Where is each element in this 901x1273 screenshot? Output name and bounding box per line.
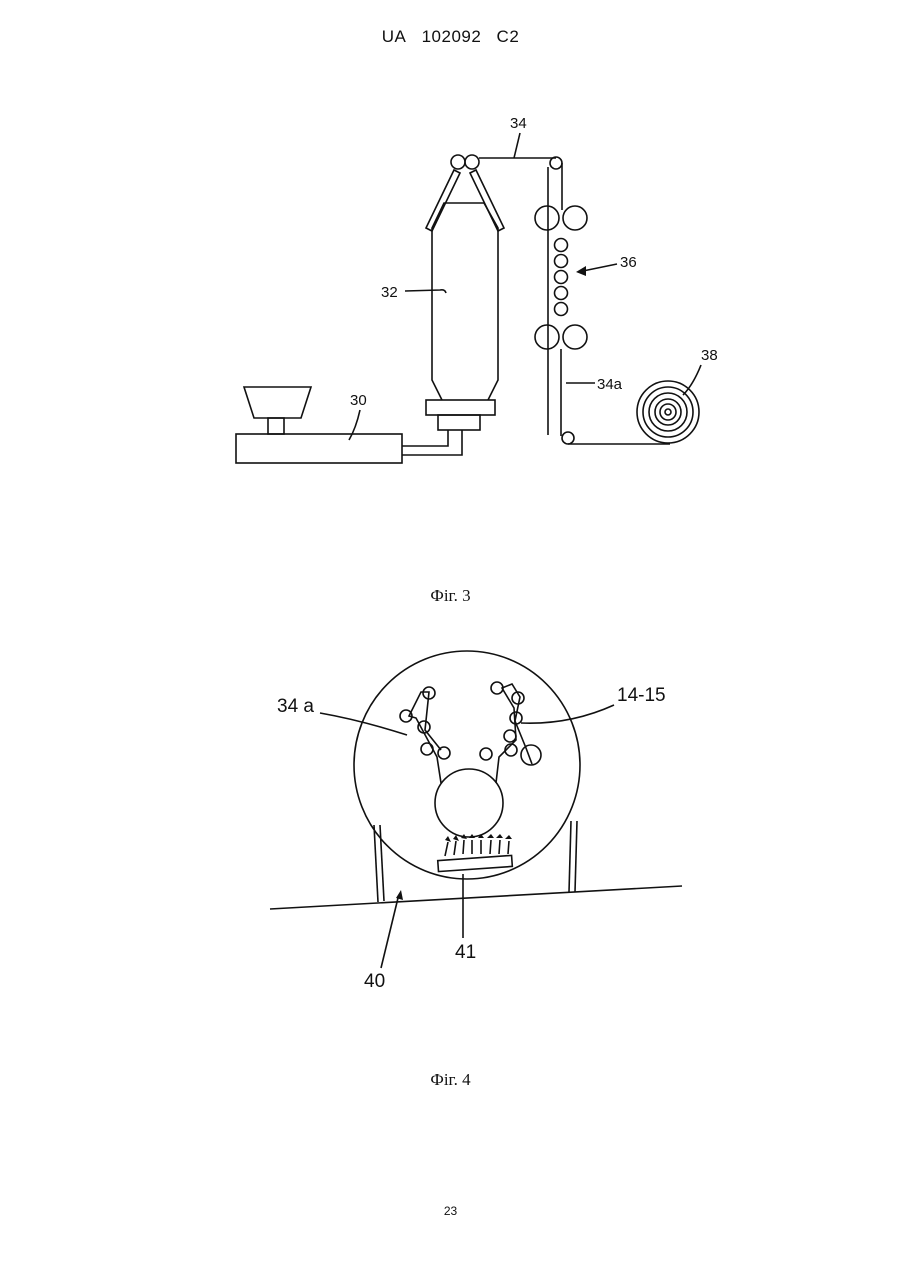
label-41: 41 — [455, 942, 476, 963]
page-number: 23 — [0, 1204, 901, 1218]
hopper — [244, 387, 311, 418]
label-38: 38 — [701, 347, 718, 364]
figure-3-caption: Фіг. 3 — [0, 586, 901, 606]
figure-3-drawing: 34 36 32 38 30 34a — [0, 0, 901, 560]
label-40: 40 — [364, 971, 385, 992]
label-34a: 34a — [597, 376, 623, 393]
drum-40 — [354, 651, 580, 879]
figure-4-caption: Фіг. 4 — [0, 1070, 901, 1090]
label-34: 34 — [510, 115, 527, 132]
label-36: 36 — [620, 254, 637, 271]
extruder-30 — [236, 434, 402, 463]
label-34-a: 34 a — [277, 696, 314, 717]
wound-roll-38 — [637, 381, 699, 443]
label-32: 32 — [381, 284, 398, 301]
film-bubble-32 — [432, 203, 498, 400]
label-14-15: 14-15 — [617, 685, 666, 706]
label-30: 30 — [350, 392, 367, 409]
arrow-36-head — [576, 266, 586, 276]
heater-41 — [438, 855, 513, 871]
figure-4-drawing: 34 a 14-15 41 40 — [0, 620, 901, 1020]
